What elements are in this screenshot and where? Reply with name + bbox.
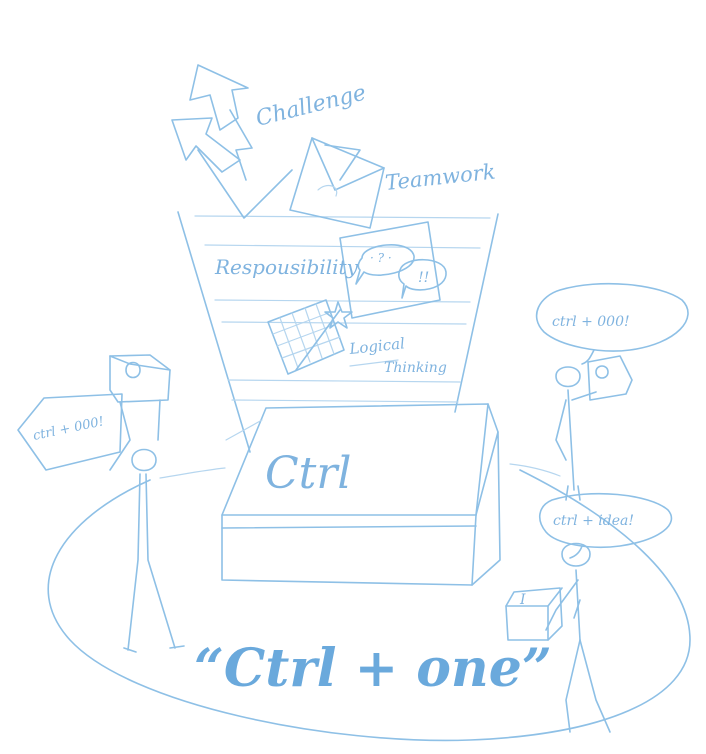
upward-arrows-icon: Challenge (171, 64, 369, 219)
svg-text:· ? ·: · ? · (370, 251, 392, 265)
ctrl-key: Ctrl (221, 403, 501, 586)
left-person: ctrl + 000! (17, 354, 185, 653)
right-bottom-bubble-text: ctrl + idea! (553, 513, 634, 529)
slogan-text: “Ctrl + one” (194, 638, 552, 699)
logical-label: Logical (348, 334, 406, 358)
thinking-label: Thinking (384, 360, 447, 376)
star-icon (324, 301, 353, 329)
box-mark: I (519, 592, 526, 608)
ctrl-key-label: Ctrl (265, 448, 351, 499)
responsibility-label: Respousibility (214, 255, 359, 279)
right-top-bubble-text: ctrl + 000! (552, 314, 630, 330)
left-bubble-text: ctrl + 000! (32, 414, 106, 444)
chat-bubbles-icon: · ? · !! Respousibility (214, 221, 447, 319)
rising-chart-icon: Logical Thinking (267, 299, 447, 376)
teamwork-label: Teamwork (384, 160, 497, 195)
svg-text:!!: !! (418, 270, 429, 286)
envelope-icon: Teamwork (289, 137, 497, 229)
challenge-label: Challenge (253, 80, 368, 131)
light-funnel (177, 211, 499, 453)
right-bottom-person: ctrl + idea! I (505, 492, 673, 733)
stage-ellipse (47, 463, 691, 742)
right-top-person: ctrl + 000! (535, 282, 689, 501)
